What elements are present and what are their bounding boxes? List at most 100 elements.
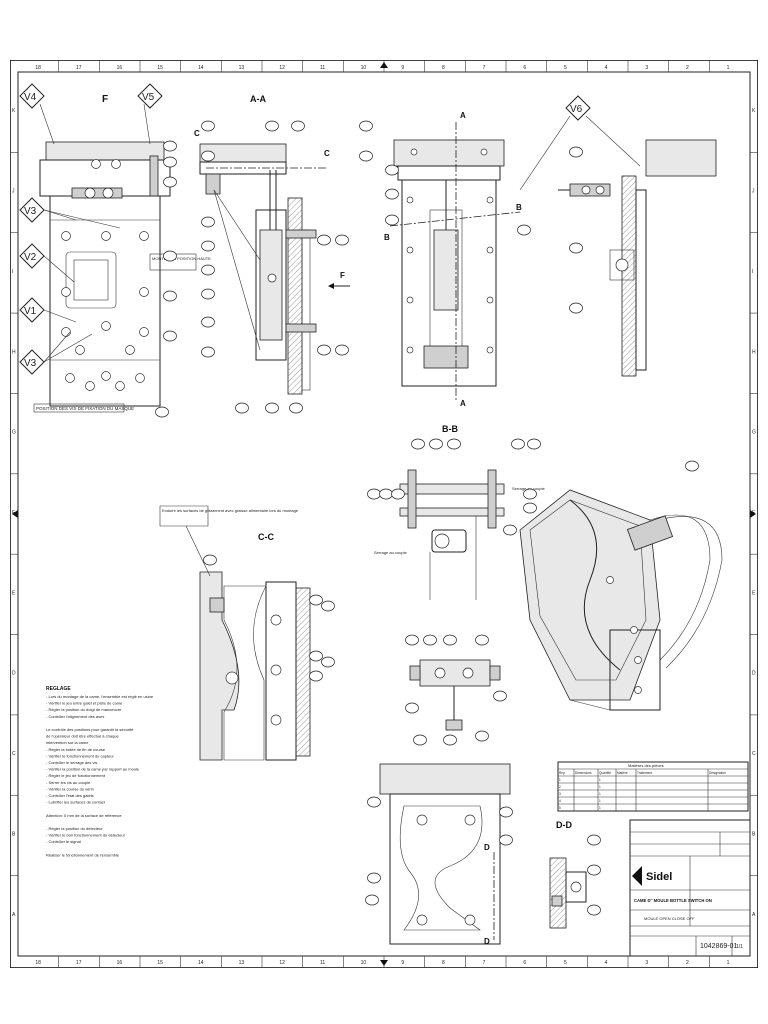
mounting-hole: [101, 371, 111, 381]
mounting-hole: [65, 373, 75, 383]
part-balloon: [203, 554, 217, 566]
row-label: D: [752, 671, 756, 677]
column-label: 18: [35, 65, 41, 71]
reglage-line: de l'opérateur doit être effectué à chaq…: [46, 734, 120, 739]
part-balloon: [367, 488, 381, 500]
part-balloon: [155, 406, 169, 418]
bb-note-1: Serrage au couple: [512, 486, 545, 491]
callout-v1: V1: [19, 297, 45, 323]
mounting-hole: [630, 626, 638, 634]
part-balloon: [163, 330, 177, 342]
part-balloon: [385, 214, 399, 226]
part-balloon: [309, 650, 323, 662]
view-cc: C-C Enduire les surfaces de glissement a…: [159, 505, 311, 761]
part-balloon: [523, 502, 537, 514]
mounting-hole: [139, 287, 149, 297]
row-label: J: [12, 189, 15, 195]
mounting-hole: [406, 196, 414, 204]
mounting-hole: [606, 576, 614, 584]
row-labels: KKJJIIHHGGFFEEDDCCBBAA: [12, 108, 756, 918]
part-balloon: [317, 234, 331, 246]
column-label: 11: [320, 960, 325, 966]
row-label: E: [752, 590, 756, 596]
svg-text:A: A: [460, 399, 466, 408]
column-label: 3: [645, 65, 648, 71]
column-label: 15: [157, 960, 163, 966]
row-label: B: [12, 831, 16, 837]
svg-text:V3: V3: [24, 206, 37, 217]
part-balloon: [201, 288, 215, 300]
column-label: 18: [35, 960, 41, 966]
part-balloon: [447, 438, 461, 450]
drawing-title: CAME D'' MOULE BOTTLE SWITCH ON: [634, 898, 712, 903]
svg-text:B: B: [516, 203, 522, 212]
svg-text:F: F: [340, 271, 345, 280]
reglage-line: - Contrôler le serrage des vis: [46, 760, 97, 765]
part-balloon: [569, 146, 583, 158]
mounting-hole: [61, 287, 71, 297]
mounting-hole: [634, 656, 642, 664]
parts-table-cell: 1: [599, 806, 601, 810]
row-label: E: [12, 590, 16, 596]
reglage-line: - Lubrifier les surfaces de contact: [46, 800, 106, 805]
svg-text:V6: V6: [570, 104, 583, 115]
part-balloon: [499, 834, 513, 846]
part-balloon: [385, 188, 399, 200]
bb-note-2: Serrage au couple: [374, 550, 407, 555]
column-label: 2: [686, 960, 689, 966]
reglage-line: - Contrôler l'alignement des axes: [46, 714, 104, 719]
parts-table-cell: 1: [599, 785, 601, 789]
mounting-hole: [75, 345, 85, 355]
center-mark-bottom: [380, 960, 388, 966]
view-cam-front: D D: [379, 763, 511, 946]
part-balloon: [359, 150, 373, 162]
reglage-line: - Vérifier la position de la came par ra…: [46, 767, 140, 772]
part-balloon: [291, 120, 305, 132]
column-label: 16: [117, 65, 123, 71]
view-bb: B-B Serrage au couple Serrage au couple: [374, 424, 545, 600]
part-balloon: [367, 796, 381, 808]
column-label: 10: [361, 960, 367, 966]
part-balloon: [511, 438, 525, 450]
part-balloon: [493, 690, 507, 702]
view-isometric: [519, 489, 723, 711]
mounting-hole: [91, 159, 101, 169]
part-balloon: [475, 730, 489, 742]
callout-v6: V6: [565, 95, 591, 121]
reglage-line: - Lors du montage de la came, l'ensemble…: [46, 694, 154, 699]
svg-text:V1: V1: [24, 306, 37, 317]
reglage-line: Réaliser le fonctionnement de l'ensemble: [46, 852, 120, 857]
mounting-hole: [111, 159, 121, 169]
column-labels: 1818171716161515141413131212111110109988…: [35, 65, 729, 966]
reglage-line: - Régler la butée de fin de course: [46, 747, 106, 752]
column-label: 13: [239, 65, 245, 71]
part-balloon: [569, 242, 583, 254]
view-side-right: [558, 139, 717, 377]
part-balloon: [265, 402, 279, 414]
sidel-logo-icon: [632, 866, 642, 886]
part-balloon: [475, 634, 489, 646]
mounting-hole: [85, 381, 95, 391]
part-balloon: [201, 120, 215, 132]
part-balloon: [309, 594, 323, 606]
row-label: K: [752, 108, 756, 114]
parts-table-cell: 1: [559, 778, 561, 782]
part-balloon: [391, 488, 405, 500]
part-balloons: [155, 120, 699, 916]
view-front-middle: A A B B: [384, 111, 522, 408]
column-label: 2: [686, 65, 689, 71]
column-label: 9: [401, 65, 404, 71]
sheet-inner-border: [17, 71, 751, 957]
column-label: 1: [727, 65, 730, 71]
part-balloon: [423, 634, 437, 646]
reglage-heading: REGLAGE: [46, 686, 71, 692]
part-balloon: [265, 120, 279, 132]
column-label: 17: [76, 960, 82, 966]
column-label: 5: [564, 960, 567, 966]
column-label: 11: [320, 65, 325, 71]
center-mark-left: [12, 510, 18, 518]
part-balloon: [163, 290, 177, 302]
parts-table-header: Dimensions: [575, 771, 592, 775]
title-block: Sidel CAME D'' MOULE BOTTLE SWITCH ON MO…: [629, 819, 751, 957]
